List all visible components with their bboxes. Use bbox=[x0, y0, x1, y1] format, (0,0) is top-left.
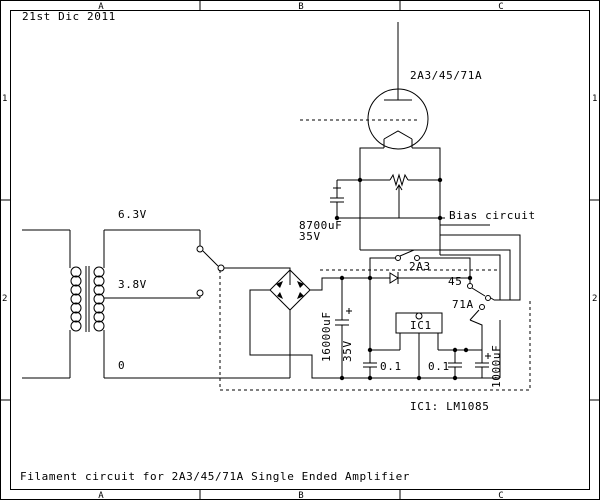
junction-dot bbox=[367, 275, 373, 281]
bridge-rectifier bbox=[249, 269, 500, 379]
main-cap-voltage: 35V bbox=[341, 340, 354, 362]
row-label-1-right: 1 bbox=[592, 94, 597, 104]
triode-tube-symbol bbox=[300, 22, 429, 150]
col-label-c-top: C bbox=[498, 2, 503, 12]
col-label-b-top: B bbox=[298, 2, 303, 12]
bias-circuit-wiring bbox=[330, 147, 511, 301]
junction-dot bbox=[437, 215, 443, 221]
junction-dot bbox=[463, 347, 469, 353]
row-label-2-left: 2 bbox=[2, 294, 7, 304]
tap-3v8-label: 3.8V bbox=[118, 278, 147, 291]
junction-dot bbox=[467, 275, 473, 281]
junction-dot bbox=[416, 375, 422, 381]
junction-dot bbox=[452, 375, 458, 381]
ic-note-label: IC1: LM1085 bbox=[410, 400, 489, 413]
board-outline bbox=[219, 270, 531, 391]
col-label-a-bottom: A bbox=[98, 491, 104, 500]
bias-cap-voltage: 35V bbox=[299, 230, 321, 243]
tube-type-label: 2A3/45/71A bbox=[410, 69, 482, 82]
switch-45-label: 45 bbox=[448, 275, 462, 288]
row-label-1-left: 1 bbox=[2, 94, 7, 104]
junction-dot bbox=[367, 375, 373, 381]
footer-title: Filament circuit for 2A3/45/71A Single E… bbox=[20, 470, 410, 483]
junction-dot bbox=[437, 177, 443, 183]
row-label-2-right: 2 bbox=[592, 294, 597, 304]
switch-2a3-label: 2A3 bbox=[409, 260, 431, 273]
junction-dot bbox=[339, 375, 345, 381]
junction-dot bbox=[452, 347, 458, 353]
bias-cap-value: 8700uF bbox=[299, 219, 342, 232]
regulator-label: IC1 bbox=[410, 319, 432, 332]
tap-0-label: 0 bbox=[118, 359, 125, 372]
bias-circuit-label: Bias circuit bbox=[449, 209, 536, 222]
voltage-select-switch bbox=[196, 230, 291, 298]
tap-6v3-label: 6.3V bbox=[118, 208, 147, 221]
cap-01-right-label: 0.1 bbox=[428, 360, 450, 373]
junction-dot bbox=[357, 177, 363, 183]
col-label-b-bottom: B bbox=[298, 491, 303, 500]
main-filter-capacitor bbox=[335, 278, 352, 378]
cap-01-left-label: 0.1 bbox=[380, 360, 402, 373]
output-cap-label: 1000uF bbox=[490, 345, 503, 388]
junction-dot bbox=[367, 347, 373, 353]
junction-dot bbox=[334, 215, 340, 221]
col-label-c-bottom: C bbox=[498, 491, 503, 500]
col-label-a-top: A bbox=[98, 2, 104, 12]
date-label: 21st Dic 2011 bbox=[22, 10, 116, 23]
main-cap-value: 16000uF bbox=[320, 311, 333, 362]
switch-71a-label: 71A bbox=[452, 298, 474, 311]
transformer-symbol bbox=[22, 229, 290, 379]
